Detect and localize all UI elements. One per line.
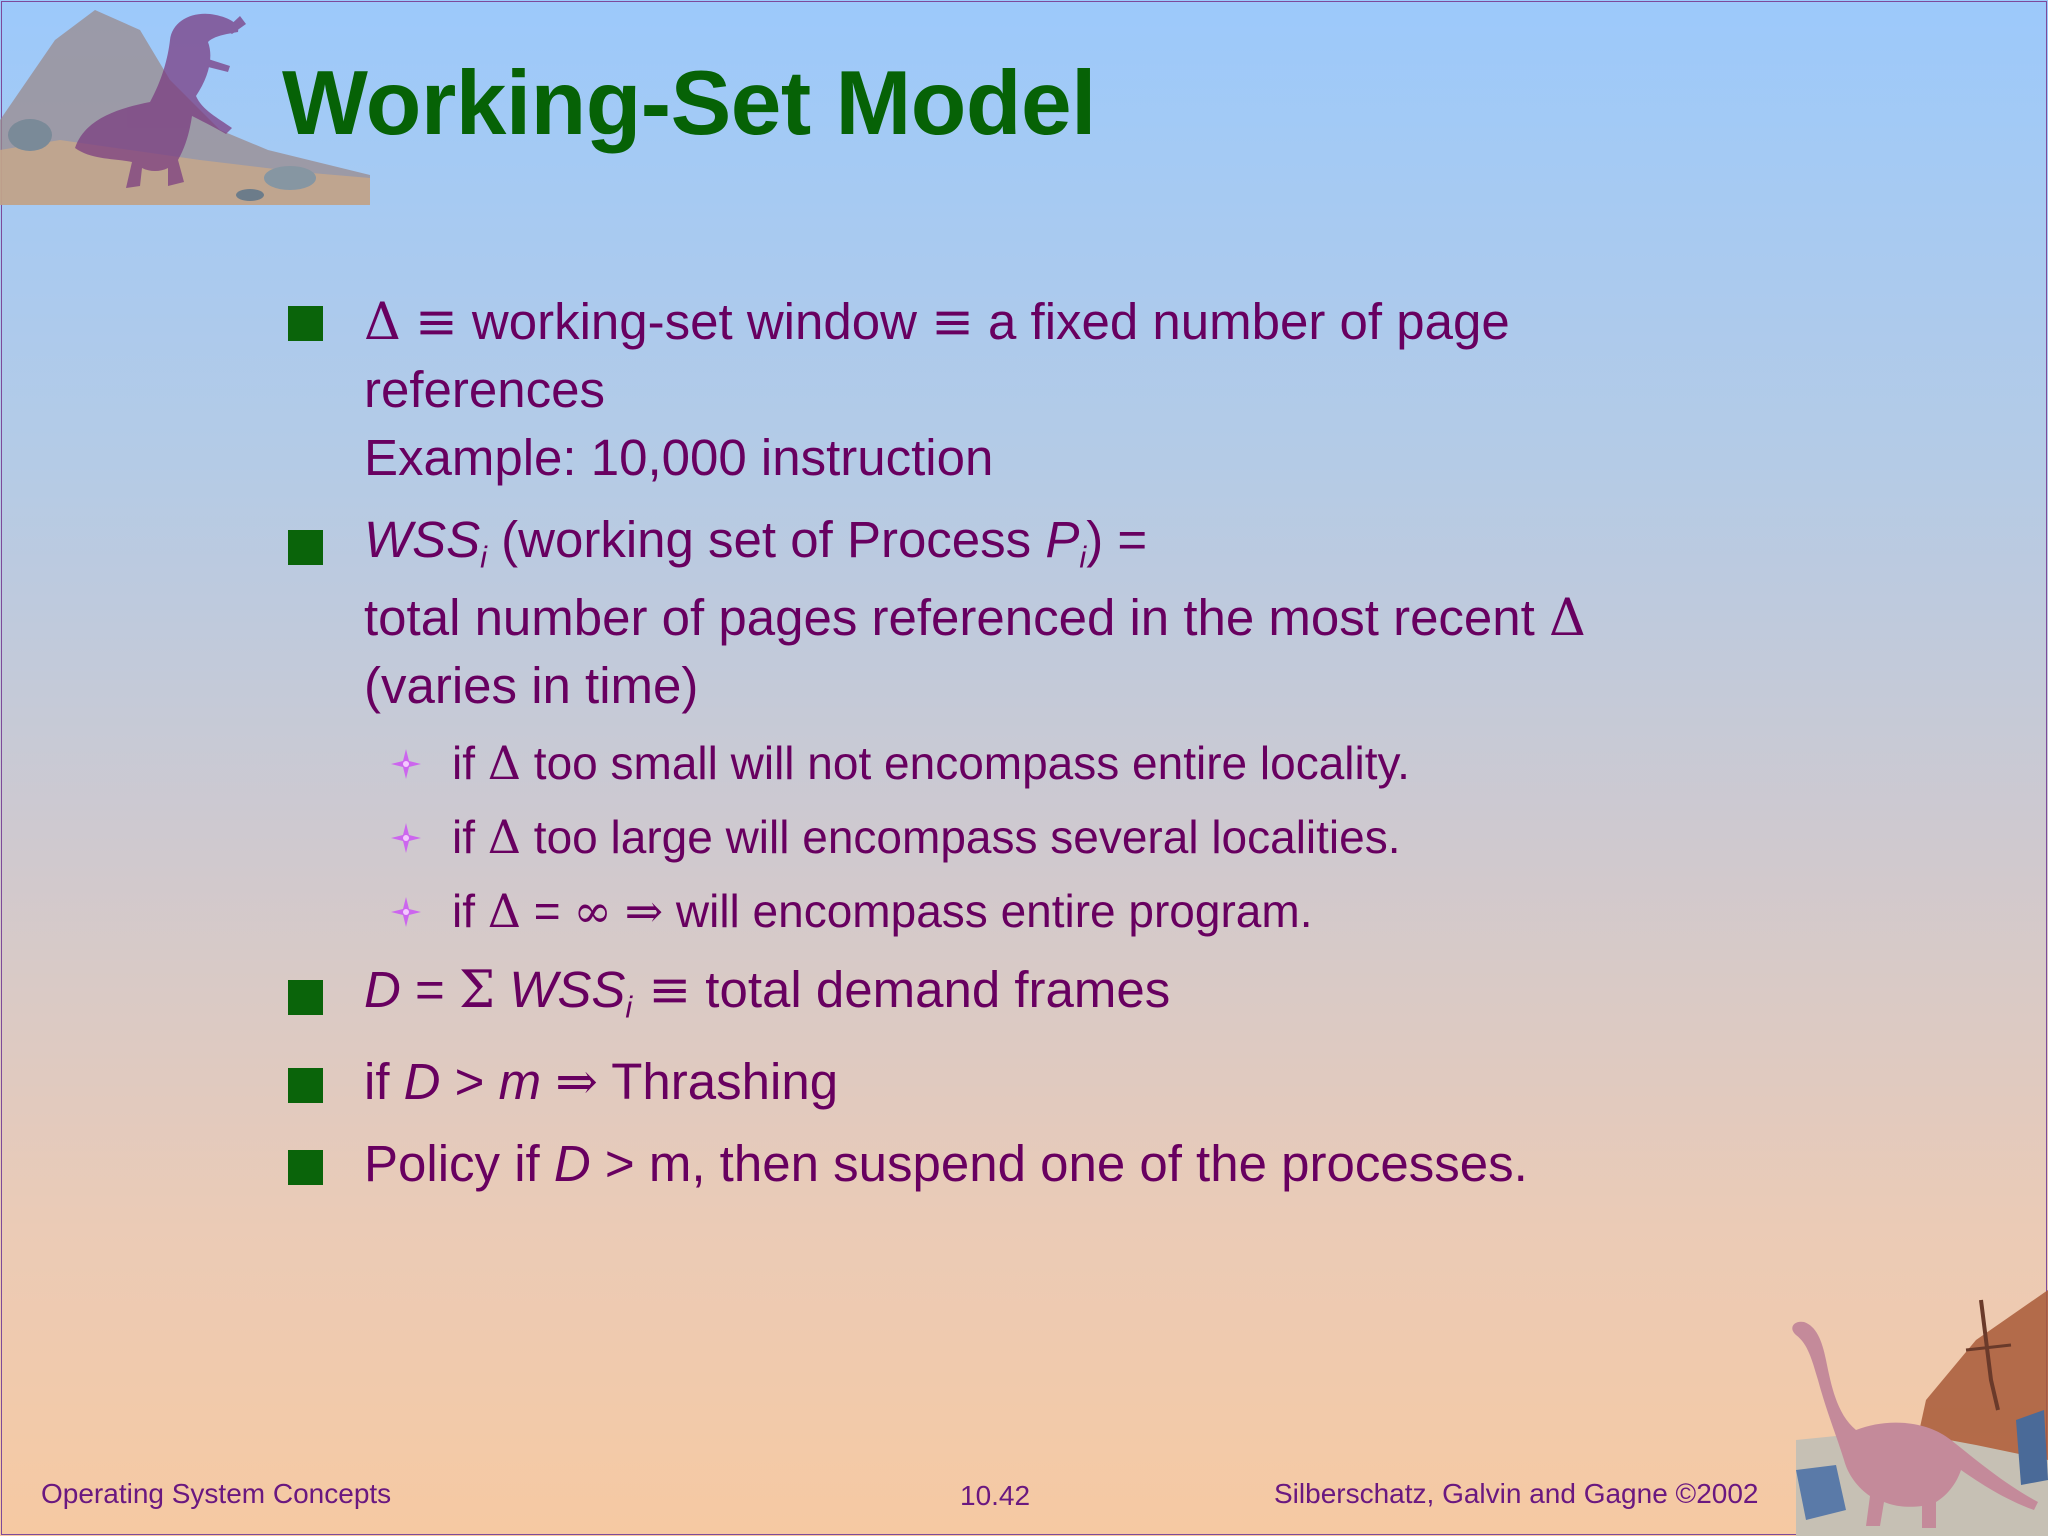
subscript-i: i	[625, 990, 633, 1025]
d-variable: D	[364, 961, 401, 1018]
bullet-3: D = Σ WSSi ≡ total demand frames	[364, 964, 1170, 1023]
bullet-4: if D > m ⇒ Thrashing	[364, 1056, 838, 1108]
subscript-i: i	[1079, 540, 1087, 575]
delta-symbol: Δ	[487, 810, 522, 864]
bullet-1-line-2: references	[364, 361, 605, 418]
bullet-4-if: if	[364, 1053, 404, 1110]
sub-bullet-1-text: too small will not encompass entire loca…	[521, 737, 1410, 789]
process-p: P	[1045, 511, 1080, 568]
greater-than: >	[440, 1053, 499, 1110]
delta-symbol: Δ	[364, 293, 401, 352]
bullet-1-line-1: Δ ≡ working-set window ≡ a fixed number …	[364, 296, 1510, 348]
brontosaurus-illustration	[1792, 1290, 2048, 1536]
bullet-4-text: Thrashing	[598, 1053, 839, 1110]
sub-bullet-2: if Δ too large will encompass several lo…	[452, 814, 1401, 860]
square-bullet-icon	[288, 530, 323, 565]
equiv-symbol: ≡	[931, 293, 974, 352]
sigma-symbol: Σ	[458, 961, 496, 1020]
infinity-symbol: ∞	[573, 884, 612, 938]
bullet-2-text-1: (working set of Process	[486, 511, 1046, 568]
bullet-5: Policy if D > m, then suspend one of the…	[364, 1138, 1528, 1189]
bullet-2-line-2-text: total number of pages referenced in the …	[364, 589, 1550, 646]
square-bullet-icon	[288, 1068, 323, 1103]
sub-bullet-3: if Δ = ∞ ⇒ will encompass entire program…	[452, 888, 1312, 934]
square-bullet-icon	[288, 1150, 323, 1185]
equiv-symbol: ≡	[632, 961, 692, 1020]
t-rex-illustration	[0, 10, 370, 205]
sub-bullet-1-if: if	[452, 737, 488, 789]
delta-symbol: Δ	[1549, 589, 1586, 648]
m-variable: m	[498, 1053, 542, 1110]
bullet-2-line-1: WSSi (working set of Process Pi) =	[364, 514, 1147, 573]
diamond-star-bullet-icon	[391, 749, 421, 779]
subscript-i: i	[480, 540, 487, 575]
delta-symbol: Δ	[487, 884, 522, 938]
space	[612, 885, 625, 937]
equiv-symbol: ≡	[415, 293, 458, 352]
diamond-star-bullet-icon	[391, 897, 421, 927]
d-variable: D	[553, 1135, 591, 1192]
bullet-1-line-3: Example: 10,000 instruction	[364, 429, 994, 486]
bullet-1-text-1: working-set window	[457, 293, 932, 350]
bullet-2-text-2: ) =	[1086, 511, 1148, 568]
wss-label: WSS	[509, 961, 626, 1018]
bullet-5-text-1: Policy if	[364, 1135, 554, 1192]
space	[541, 1053, 555, 1110]
sub-bullet-3-if: if	[452, 885, 488, 937]
diamond-star-bullet-icon	[391, 823, 421, 853]
footer-left: Operating System Concepts	[41, 1478, 392, 1509]
sub-bullet-2-if: if	[452, 811, 488, 863]
sub-bullet-2-text: too large will encompass several localit…	[521, 811, 1401, 863]
square-bullet-icon	[288, 306, 323, 341]
square-bullet-icon	[288, 980, 323, 1015]
footer-right: Silberschatz, Galvin and Gagne ©2002	[1274, 1478, 1759, 1509]
bullet-2-line-2: total number of pages referenced in the …	[364, 592, 1586, 644]
bullet-2-line-3: (varies in time)	[364, 657, 699, 714]
bullet-3-text: total demand frames	[691, 961, 1171, 1018]
d-variable: D	[403, 1053, 441, 1110]
implies-arrow: ⇒	[555, 1053, 599, 1112]
wss-label: WSS	[364, 511, 481, 568]
space	[495, 961, 509, 1018]
footer-page-number: 10.42	[960, 1480, 1031, 1511]
equals-sign: =	[400, 961, 459, 1018]
sub-bullet-1: if Δ too small will not encompass entire…	[452, 740, 1410, 786]
implies-arrow: ⇒	[624, 884, 664, 938]
equals-sign: =	[521, 885, 574, 937]
delta-symbol: Δ	[487, 736, 522, 790]
sub-bullet-3-text: will encompass entire program.	[663, 885, 1313, 937]
slide-title: Working-Set Model	[282, 53, 1096, 154]
bullet-5-text-2: > m, then suspend one of the processes.	[590, 1135, 1528, 1192]
bullet-1-text-2: a fixed number of page	[973, 293, 1510, 350]
